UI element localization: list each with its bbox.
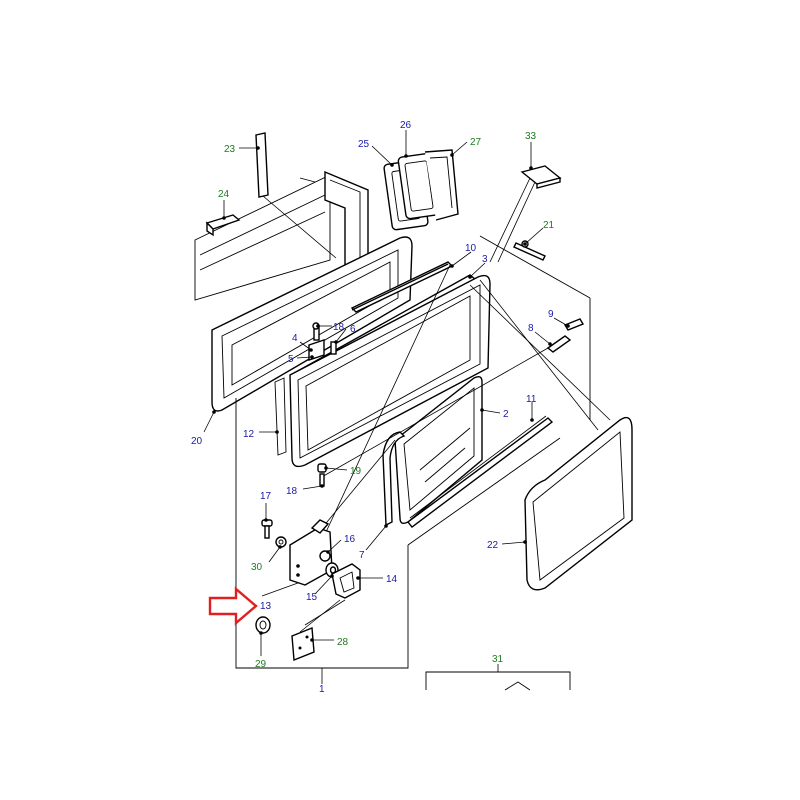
part-25-26-27-seals (383, 149, 459, 231)
callout-19: 19 (350, 466, 362, 477)
callout-16: 16 (344, 534, 356, 545)
highlight-arrow (208, 586, 258, 626)
part-18-19-bolts (317, 463, 327, 487)
part-4-5-6-18-hardware (308, 322, 337, 361)
callout-labels: 1 2 3 4 5 6 7 8 9 10 11 12 13 14 15 16 1… (191, 120, 555, 695)
door-shell (194, 170, 369, 301)
part-29-knob (255, 616, 271, 634)
part-11-runner (407, 415, 554, 528)
callout-24: 24 (218, 189, 230, 200)
part-17-30-bolt (261, 519, 287, 548)
callout-leaders (203, 130, 570, 684)
callout-9: 9 (548, 309, 554, 320)
callout-13: 13 (260, 601, 272, 612)
callout-20: 20 (191, 436, 203, 447)
callout-30: 30 (251, 562, 263, 573)
callout-28: 28 (337, 637, 349, 648)
part-7-channel (382, 431, 406, 527)
callout-2: 2 (503, 409, 509, 420)
callout-22: 22 (487, 540, 499, 551)
callout-18b: 18 (286, 486, 298, 497)
callout-6: 6 (350, 324, 356, 335)
callout-5: 5 (288, 354, 294, 365)
callout-12: 12 (243, 429, 255, 440)
callout-3: 3 (482, 254, 488, 265)
callout-14: 14 (386, 574, 398, 585)
callout-1: 1 (319, 684, 325, 695)
part-22-seal (524, 416, 633, 591)
callout-21: 21 (543, 220, 555, 231)
callout-7: 7 (359, 550, 365, 561)
callout-23: 23 (224, 144, 236, 155)
callout-11: 11 (526, 394, 537, 405)
callout-10: 10 (465, 243, 477, 254)
callout-27: 27 (470, 137, 482, 148)
part-33-pad (489, 165, 562, 263)
part-28-plate (291, 626, 315, 662)
callout-25: 25 (358, 139, 370, 150)
callout-4: 4 (292, 333, 298, 344)
part-8-9-rails (546, 318, 585, 353)
callout-8: 8 (528, 323, 534, 334)
callout-29: 29 (255, 659, 267, 670)
callout-33: 33 (525, 131, 537, 142)
part-12-frame (274, 274, 491, 468)
callout-17: 17 (260, 491, 272, 502)
part-14-gasket (331, 563, 361, 599)
callout-31: 31 (492, 654, 504, 665)
callout-26: 26 (400, 120, 412, 131)
part-2-glass (394, 375, 483, 525)
part-13-hinge (289, 519, 333, 586)
callout-15: 15 (306, 592, 318, 603)
callout-18a: 18 (333, 322, 345, 333)
part-21-pin (513, 240, 546, 261)
leader-lines (261, 264, 611, 633)
